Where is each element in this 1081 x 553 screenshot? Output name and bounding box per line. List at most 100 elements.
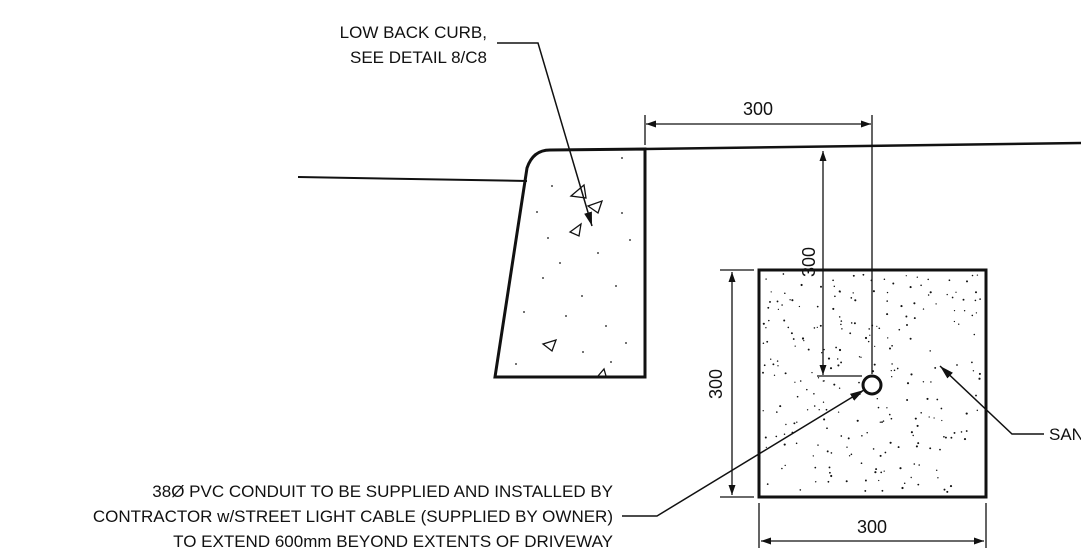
sand-dot xyxy=(896,367,899,370)
sand-dot xyxy=(837,364,840,367)
sand-dot xyxy=(769,300,771,303)
sand-dot xyxy=(838,348,842,352)
sand-dot xyxy=(826,450,829,453)
sand-dot xyxy=(944,436,947,439)
sand-dot xyxy=(821,352,823,354)
sand-dot xyxy=(960,431,963,433)
sand-dot xyxy=(943,488,946,491)
sand-dot xyxy=(765,278,767,280)
sand-dot xyxy=(975,312,978,314)
sand-dot xyxy=(937,477,939,479)
sand-dot xyxy=(943,435,945,438)
sand-dot xyxy=(974,291,978,294)
curb-label-line2: SEE DETAIL 8/C8 xyxy=(350,48,487,67)
sand-dot xyxy=(913,302,916,305)
sand-dot xyxy=(766,340,769,343)
sand-dot xyxy=(946,490,949,493)
sand-dot xyxy=(801,337,805,340)
sand-dot xyxy=(763,364,766,367)
sand-dot xyxy=(979,298,981,300)
dimension-top-offset: 300 xyxy=(644,99,873,374)
sand-dot xyxy=(784,372,787,375)
sand-dot xyxy=(864,479,867,482)
sand-dot xyxy=(787,326,790,329)
sand-dot xyxy=(777,365,779,367)
sand-dot xyxy=(833,285,836,288)
sand-dot xyxy=(939,448,941,451)
curb-section xyxy=(493,147,647,379)
sand-dot xyxy=(812,455,814,457)
sand-dot xyxy=(955,291,957,293)
sand-dot xyxy=(767,306,770,309)
sand-dot xyxy=(890,417,893,420)
sand-dot xyxy=(845,480,848,483)
sand-dot xyxy=(872,448,875,450)
sand-label: SAN xyxy=(1049,425,1081,444)
sand-dot xyxy=(948,279,951,282)
sand-dot xyxy=(765,327,767,329)
dimension-box-width: 300 xyxy=(758,503,987,548)
sand-dot xyxy=(796,421,798,423)
sand-dot xyxy=(776,360,779,362)
sand-dot xyxy=(783,443,786,446)
sand-dot xyxy=(856,419,859,422)
sand-dot xyxy=(976,274,979,276)
sand-dot xyxy=(901,486,904,490)
sand-dot xyxy=(893,369,896,372)
sand-dot xyxy=(858,381,860,384)
sand-dot xyxy=(905,315,908,318)
sand-dot xyxy=(915,445,918,448)
sand-dot xyxy=(905,275,907,277)
sand-dot xyxy=(858,356,861,358)
sand-dot xyxy=(784,292,786,295)
sand-dot xyxy=(764,436,767,439)
sand-dot xyxy=(766,483,769,485)
dimension-box-width-label: 300 xyxy=(857,517,887,537)
sand-dot xyxy=(785,423,787,426)
sand-dot xyxy=(913,317,916,320)
sand-dot xyxy=(935,303,937,305)
sand-dot xyxy=(866,432,868,434)
sand-dot xyxy=(795,442,798,445)
sand-dot xyxy=(940,407,943,410)
sand-dot xyxy=(927,278,929,281)
sand-dot xyxy=(800,283,803,287)
sand-dot xyxy=(781,467,783,470)
sand-dot xyxy=(963,310,966,312)
sand-dot xyxy=(971,274,974,277)
sand-leader xyxy=(939,365,1044,435)
sand-dot xyxy=(927,294,930,296)
sand-dot xyxy=(854,299,857,302)
sand-dot xyxy=(956,364,958,366)
sand-dot xyxy=(930,381,932,383)
sand-dot xyxy=(840,361,843,364)
sand-dot xyxy=(827,480,830,483)
sand-dot xyxy=(876,397,879,400)
sand-dot xyxy=(917,483,920,486)
sand-dot xyxy=(832,307,835,310)
sand-dot xyxy=(971,361,973,364)
sand-dot xyxy=(978,372,981,375)
sand-dot xyxy=(862,273,865,276)
sand-dot xyxy=(765,446,767,449)
sand-dot xyxy=(914,417,917,420)
conduit-label-line2: CONTRACTOR w/STREET LIGHT CABLE (SUPPLIE… xyxy=(93,507,613,526)
sand-dot xyxy=(963,438,967,441)
sand-dot xyxy=(770,291,772,293)
sand-dot xyxy=(906,382,910,385)
sand-dot xyxy=(817,444,819,446)
sand-dot xyxy=(973,333,976,336)
sand-dot xyxy=(840,435,843,437)
sand-dot xyxy=(949,485,953,488)
sand-dot xyxy=(929,447,932,450)
sand-dot xyxy=(877,406,880,409)
sand-dot xyxy=(922,308,925,310)
sand-dot xyxy=(909,286,912,289)
sand-dot xyxy=(775,435,778,438)
sand-dot xyxy=(909,337,912,340)
sand-dot xyxy=(891,376,893,378)
sand-dot xyxy=(860,356,862,358)
sand-dot xyxy=(820,285,822,288)
sand-dot xyxy=(832,279,834,282)
sand-dot xyxy=(873,363,876,366)
